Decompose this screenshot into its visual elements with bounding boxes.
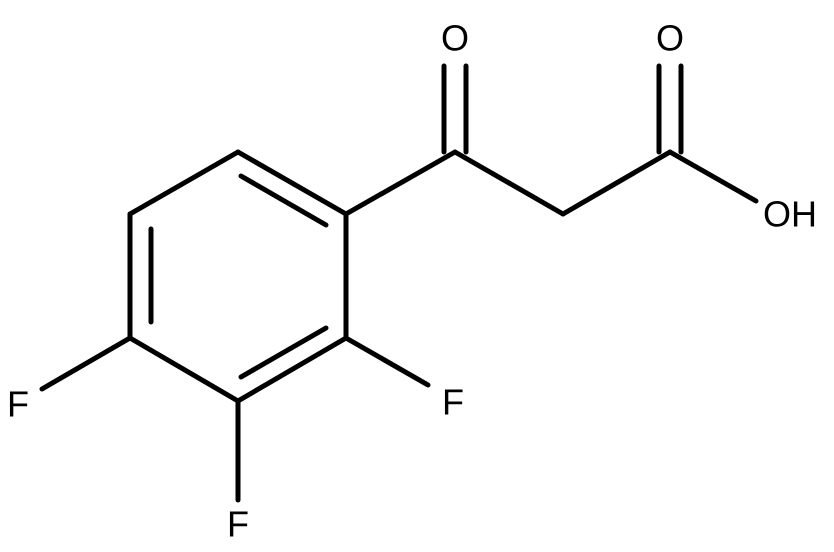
bond-acid-c-oh: [667, 149, 759, 204]
ring-inner-double-c6-c1: [238, 173, 329, 228]
atom-labels: O O OH F F F: [7, 18, 817, 545]
benzene-ring: [127, 149, 349, 404]
bond-carbonyl-ch2: [452, 149, 566, 217]
ring-bond-c6-c1: [235, 149, 349, 217]
atom-label-oxygen-ketone: O: [441, 18, 469, 59]
atom-label-hydroxyl: OH: [763, 194, 817, 235]
bond-ring-carbonyl: [343, 149, 458, 217]
atom-label-fluorine-2: F: [442, 382, 464, 423]
ring-inner-double-c2-c3: [238, 325, 329, 380]
ring-bond-c2-c3: [235, 335, 349, 404]
side-chain: [343, 63, 759, 217]
atom-label-oxygen-acid: O: [656, 18, 684, 59]
atom-label-fluorine-4: F: [7, 384, 29, 425]
atom-label-fluorine-3: F: [227, 504, 249, 545]
bond-ch2-acid-c: [560, 149, 673, 217]
ring-bond-c3-c4: [127, 335, 241, 404]
bond-c2-f: [343, 335, 431, 388]
ring-bond-c5-c6: [127, 149, 241, 217]
fluorine-bonds: [39, 335, 431, 503]
bond-c4-f: [39, 335, 133, 392]
